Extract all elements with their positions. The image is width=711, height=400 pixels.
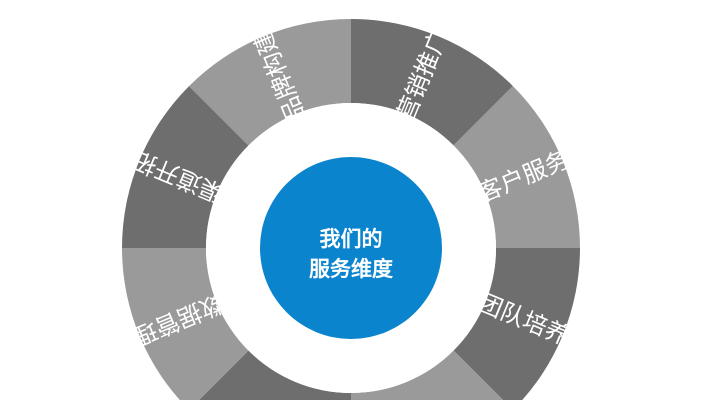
center-title-line2: 服务维度 bbox=[309, 257, 393, 281]
ring-segment bbox=[351, 350, 503, 400]
center-circle bbox=[260, 157, 442, 339]
ring-segment bbox=[453, 86, 580, 249]
ring-segment bbox=[122, 86, 249, 249]
ring-segment bbox=[351, 19, 513, 146]
ring-segment bbox=[122, 248, 249, 400]
ring-segment bbox=[453, 248, 580, 400]
ring-segment bbox=[189, 19, 351, 146]
center-title-line1: 我们的 bbox=[320, 227, 383, 251]
ring-segment bbox=[199, 350, 351, 400]
